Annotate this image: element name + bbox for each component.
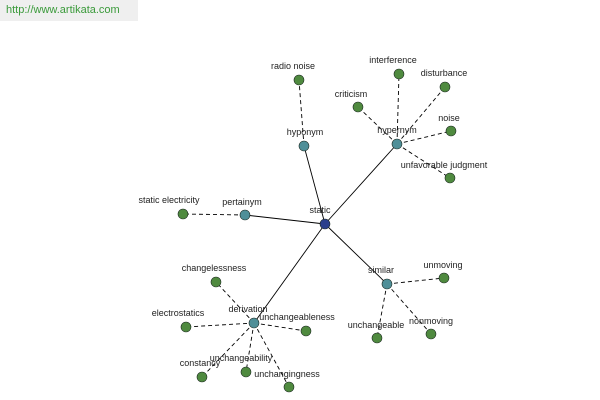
term-node-radio-noise[interactable] bbox=[293, 74, 305, 86]
term-node-static-electricity[interactable] bbox=[177, 208, 189, 220]
edge-pertainym-static-electricity bbox=[182, 213, 246, 216]
nodes-layer bbox=[177, 68, 457, 393]
edge-derivation-changelessness bbox=[215, 281, 255, 324]
edge-static-pertainym bbox=[244, 214, 326, 225]
term-label-unchangeable: unchangeable bbox=[348, 320, 405, 330]
term-label-unfavorable-judgment: unfavorable judgment bbox=[401, 160, 488, 170]
term-label-unchangeableness: unchangeableness bbox=[259, 312, 335, 322]
edge-hypernym-criticism bbox=[357, 106, 398, 145]
edge-hypernym-noise bbox=[396, 130, 452, 145]
term-label-disturbance: disturbance bbox=[421, 68, 468, 78]
term-node-changelessness[interactable] bbox=[210, 276, 222, 288]
relation-node-hyponym[interactable] bbox=[298, 140, 310, 152]
center-node-static[interactable] bbox=[319, 218, 331, 230]
term-node-electrostatics[interactable] bbox=[180, 321, 192, 333]
term-node-disturbance[interactable] bbox=[439, 81, 451, 93]
edges-layer bbox=[182, 73, 452, 388]
edge-similar-unchangeable bbox=[376, 283, 388, 339]
edge-derivation-unchangeableness bbox=[253, 322, 307, 332]
edge-static-hypernym bbox=[324, 143, 398, 225]
edge-derivation-unchangeability bbox=[245, 322, 255, 373]
term-node-unchangingness[interactable] bbox=[283, 381, 295, 393]
term-label-noise: noise bbox=[438, 113, 460, 123]
edge-derivation-electrostatics bbox=[185, 322, 255, 328]
edge-hypernym-interference bbox=[396, 73, 400, 145]
term-node-noise[interactable] bbox=[445, 125, 457, 137]
term-node-criticism[interactable] bbox=[352, 101, 364, 113]
term-label-electrostatics: electrostatics bbox=[152, 308, 205, 318]
edge-hypernym-disturbance bbox=[396, 86, 446, 145]
relation-label-hypernym: hypernym bbox=[377, 125, 417, 135]
center-label-static: static bbox=[309, 205, 331, 215]
edge-hypernym-unfavorable-judgment bbox=[396, 143, 451, 179]
relation-node-similar[interactable] bbox=[381, 278, 393, 290]
term-node-unchangeable[interactable] bbox=[371, 332, 383, 344]
edge-static-derivation bbox=[253, 223, 326, 324]
edge-derivation-unchangingness bbox=[253, 322, 290, 388]
relation-label-similar: similar bbox=[368, 265, 394, 275]
term-label-criticism: criticism bbox=[335, 89, 368, 99]
term-node-nonmoving[interactable] bbox=[425, 328, 437, 340]
term-label-radio-noise: radio noise bbox=[271, 61, 315, 71]
relation-label-hyponym: hyponym bbox=[287, 127, 324, 137]
term-label-unmoving: unmoving bbox=[423, 260, 462, 270]
term-node-constancy[interactable] bbox=[196, 371, 208, 383]
source-url-link[interactable]: http://www.artikata.com bbox=[0, 0, 138, 21]
term-label-interference: interference bbox=[369, 55, 417, 65]
term-node-unfavorable-judgment[interactable] bbox=[444, 172, 456, 184]
term-label-changelessness: changelessness bbox=[182, 263, 247, 273]
term-label-constancy: constancy bbox=[180, 358, 221, 368]
relation-node-pertainym[interactable] bbox=[239, 209, 251, 221]
relation-label-derivation: derivation bbox=[228, 304, 267, 314]
term-node-interference[interactable] bbox=[393, 68, 405, 80]
term-node-unchangeability[interactable] bbox=[240, 366, 252, 378]
labels-layer: radio noise interference disturbance critic… bbox=[138, 55, 487, 379]
relation-node-derivation[interactable] bbox=[248, 317, 260, 329]
edge-similar-unmoving bbox=[386, 277, 445, 285]
relation-label-pertainym: pertainym bbox=[222, 197, 262, 207]
term-label-nonmoving: nonmoving bbox=[409, 316, 453, 326]
edge-static-hyponym bbox=[303, 145, 326, 225]
term-label-unchangeability: unchangeability bbox=[210, 353, 273, 363]
term-label-static-electricity: static electricity bbox=[138, 195, 200, 205]
edge-derivation-constancy bbox=[201, 322, 255, 378]
term-node-unmoving[interactable] bbox=[438, 272, 450, 284]
term-label-unchangingness: unchangingness bbox=[254, 369, 320, 379]
edge-static-similar bbox=[324, 223, 388, 285]
relation-node-hypernym[interactable] bbox=[391, 138, 403, 150]
term-node-unchangeableness[interactable] bbox=[300, 325, 312, 337]
